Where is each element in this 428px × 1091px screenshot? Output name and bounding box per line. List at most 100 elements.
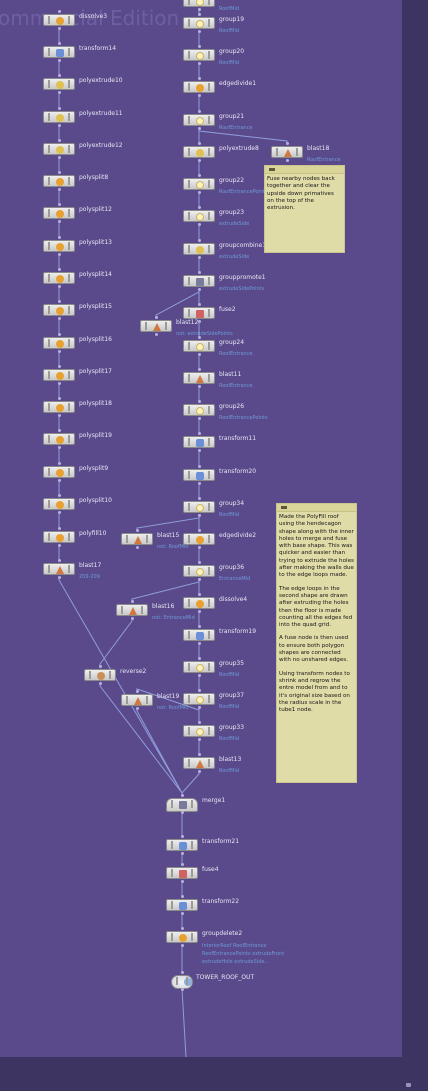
output-connector[interactable] — [180, 880, 184, 883]
output-connector[interactable] — [57, 91, 61, 94]
input-connector[interactable] — [57, 74, 61, 77]
input-connector[interactable] — [197, 368, 201, 371]
node-tile[interactable] — [183, 146, 215, 158]
node-tile[interactable] — [43, 175, 75, 187]
output-connector[interactable] — [135, 546, 139, 549]
node-polyextrude11[interactable]: polyextrude11 — [43, 107, 123, 127]
input-connector[interactable] — [180, 971, 184, 974]
node-polysplit13[interactable]: polysplit13 — [43, 236, 112, 256]
node-tile[interactable] — [43, 207, 75, 219]
input-connector[interactable] — [57, 527, 61, 530]
input-connector[interactable] — [197, 593, 201, 596]
node-polyextrude12[interactable]: polyextrude12 — [43, 139, 123, 159]
node-tile[interactable] — [183, 757, 215, 769]
input-connector[interactable] — [197, 657, 201, 660]
input-connector[interactable] — [197, 400, 201, 403]
node-tile[interactable] — [43, 46, 75, 58]
input-connector[interactable] — [197, 529, 201, 532]
output-connector[interactable] — [197, 30, 201, 33]
node-tile[interactable] — [271, 146, 303, 158]
input-connector[interactable] — [57, 494, 61, 497]
input-connector[interactable] — [130, 600, 134, 603]
output-connector[interactable] — [197, 353, 201, 356]
input-connector[interactable] — [197, 174, 201, 177]
output-connector[interactable] — [197, 706, 201, 709]
output-connector[interactable] — [197, 738, 201, 741]
output-connector[interactable] — [57, 479, 61, 482]
output-connector[interactable] — [197, 674, 201, 677]
node-tile[interactable] — [183, 340, 215, 352]
node-tile[interactable] — [166, 899, 198, 911]
output-connector[interactable] — [180, 811, 184, 814]
node-tile[interactable] — [183, 372, 215, 384]
output-connector[interactable] — [57, 350, 61, 353]
node-transform11[interactable]: transform11 — [183, 432, 256, 452]
output-connector[interactable] — [57, 124, 61, 127]
input-connector[interactable] — [197, 721, 201, 724]
output-connector[interactable] — [57, 220, 61, 223]
network-scrollbar-track[interactable] — [402, 0, 428, 1091]
output-connector[interactable] — [197, 159, 201, 162]
output-connector[interactable] — [57, 576, 61, 579]
node-tile[interactable] — [183, 629, 215, 641]
input-connector[interactable] — [197, 239, 201, 242]
input-connector[interactable] — [57, 365, 61, 368]
node-tile[interactable] — [43, 143, 75, 155]
node-tile[interactable] — [43, 563, 75, 575]
input-connector[interactable] — [180, 794, 184, 797]
resize-handle[interactable] — [406, 1083, 411, 1087]
node-tile[interactable] — [43, 240, 75, 252]
node-polyextrude8[interactable]: polyextrude8 — [183, 142, 259, 162]
output-connector[interactable] — [135, 707, 139, 710]
node-tile[interactable] — [43, 272, 75, 284]
input-connector[interactable] — [98, 665, 102, 668]
node-tile[interactable] — [43, 304, 75, 316]
node-tile[interactable] — [183, 469, 215, 481]
node-top[interactable]: RoofMid — [183, 0, 239, 12]
node-tile[interactable] — [43, 498, 75, 510]
input-connector[interactable] — [197, 77, 201, 80]
input-connector[interactable] — [197, 561, 201, 564]
output-connector[interactable] — [154, 333, 158, 336]
node-polysplit9[interactable]: polysplit9 — [43, 462, 108, 482]
node-polysplit19[interactable]: polysplit19 — [43, 429, 112, 449]
node-tile[interactable] — [43, 337, 75, 349]
node-tile[interactable] — [183, 0, 215, 7]
node-tile[interactable] — [183, 49, 215, 61]
output-connector[interactable] — [197, 449, 201, 452]
output-connector[interactable] — [197, 256, 201, 259]
input-connector[interactable] — [197, 110, 201, 113]
input-connector[interactable] — [57, 203, 61, 206]
node-tile[interactable] — [183, 404, 215, 416]
output-connector[interactable] — [197, 385, 201, 388]
output-connector[interactable] — [180, 988, 184, 991]
input-connector[interactable] — [57, 107, 61, 110]
input-connector[interactable] — [197, 206, 201, 209]
sticky-note-fuse[interactable]: Fuse nearby nodes back together and clea… — [264, 165, 345, 253]
node-polysplit15[interactable]: polysplit15 — [43, 300, 112, 320]
input-connector[interactable] — [180, 863, 184, 866]
node-tile[interactable] — [43, 78, 75, 90]
input-connector[interactable] — [197, 497, 201, 500]
output-connector[interactable] — [57, 27, 61, 30]
output-connector[interactable] — [180, 912, 184, 915]
node-transform14[interactable]: transform14 — [43, 42, 116, 62]
node-tile[interactable] — [166, 798, 198, 812]
input-connector[interactable] — [135, 529, 139, 532]
output-connector[interactable] — [197, 770, 201, 773]
node-tile[interactable] — [183, 243, 215, 255]
node-tile[interactable] — [43, 369, 75, 381]
input-connector[interactable] — [57, 42, 61, 45]
node-polysplit8[interactable]: polysplit8 — [43, 171, 108, 191]
output-connector[interactable] — [57, 511, 61, 514]
node-polysplit14[interactable]: polysplit14 — [43, 268, 112, 288]
